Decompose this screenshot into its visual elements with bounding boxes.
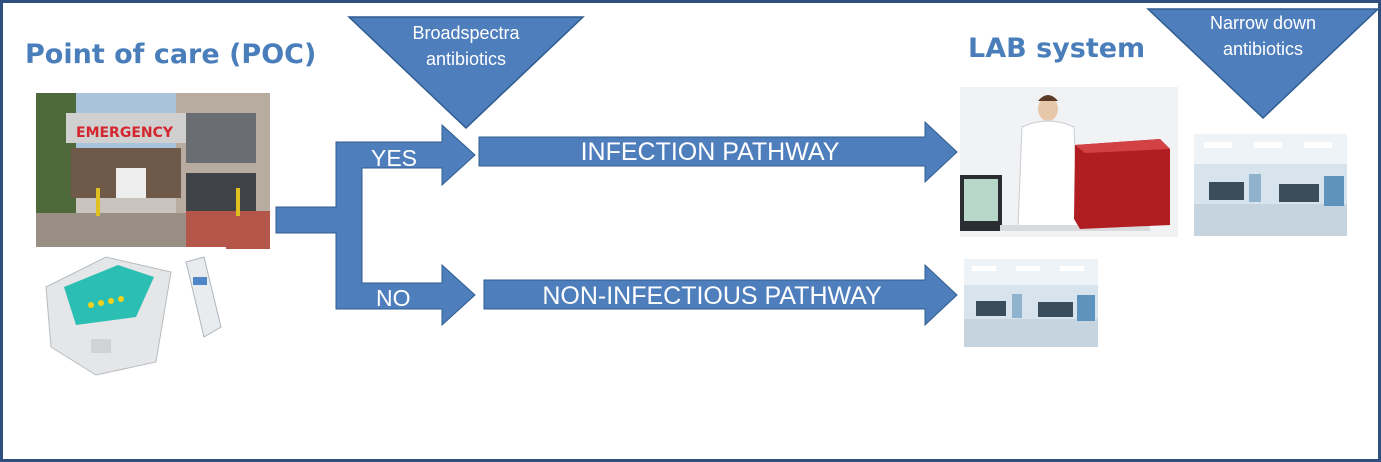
infection-pathway-label: INFECTION PATHWAY bbox=[581, 138, 840, 166]
emergency-sign-text: EMERGENCY bbox=[76, 125, 174, 141]
non-infectious-pathway-label: NON-INFECTIOUS PATHWAY bbox=[542, 282, 882, 310]
narrow-down-callout: Narrow down antibiotics bbox=[1146, 8, 1380, 120]
poc-device-image bbox=[36, 247, 226, 379]
decision-fork: YES NO bbox=[275, 123, 476, 327]
hospital-ward-image-top bbox=[1194, 134, 1347, 236]
narrow-down-label-line1: Narrow down bbox=[1210, 13, 1316, 33]
narrow-down-label-line2: antibiotics bbox=[1223, 39, 1303, 59]
lab-technician-image bbox=[960, 87, 1178, 237]
lab-heading: LAB system bbox=[968, 33, 1146, 64]
no-label: NO bbox=[376, 285, 411, 311]
yes-label: YES bbox=[371, 145, 417, 171]
poc-heading: Point of care (POC) bbox=[25, 39, 317, 70]
broadspectra-label-line1: Broadspectra bbox=[412, 23, 520, 43]
broadspectra-label-line2: antibiotics bbox=[426, 49, 506, 69]
infection-pathway-arrow: INFECTION PATHWAY bbox=[478, 120, 958, 184]
broadspectra-callout: Broadspectra antibiotics bbox=[347, 16, 585, 130]
hospital-ward-image-bottom bbox=[964, 259, 1098, 347]
emergency-entrance-image: EMERGENCY bbox=[36, 93, 270, 249]
non-infectious-pathway-arrow: NON-INFECTIOUS PATHWAY bbox=[483, 263, 958, 327]
